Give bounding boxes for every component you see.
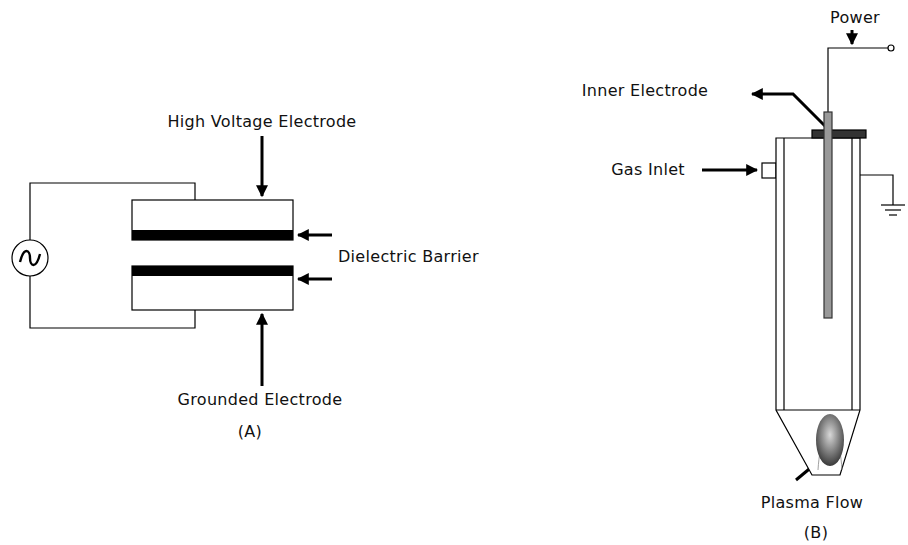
plasma-jet — [762, 45, 905, 475]
part-label: Gas Inlet — [611, 161, 685, 179]
panel-label: (B) — [804, 524, 828, 542]
panel-label: (A) — [238, 423, 262, 441]
part-label: Plasma Flow — [761, 494, 864, 512]
part-label: Dielectric Barrier — [338, 248, 479, 266]
part-label: Inner Electrode — [582, 82, 709, 100]
electrode-stack — [132, 200, 293, 310]
part-label: Grounded Electrode — [178, 391, 343, 409]
part-label: High Voltage Electrode — [167, 113, 356, 131]
leader-arrows — [262, 30, 852, 480]
part-label: Power — [830, 9, 880, 27]
